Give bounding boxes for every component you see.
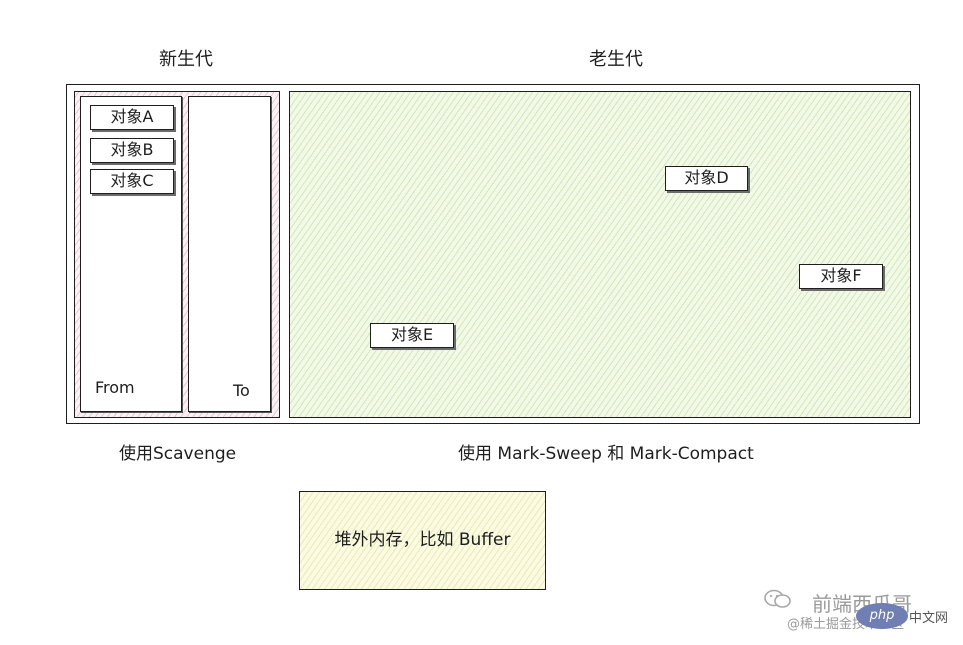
- wechat-icon: [763, 588, 793, 610]
- young-generation-title: 新生代: [159, 49, 213, 70]
- object-d: 对象D: [665, 166, 748, 191]
- object-e: 对象E: [370, 323, 454, 348]
- old-generation-title: 老生代: [589, 49, 643, 70]
- object-f: 对象F: [799, 264, 883, 289]
- php-logo: php: [856, 603, 908, 629]
- to-space-label: To: [233, 381, 250, 400]
- off-heap-memory-label: 堆外内存，比如 Buffer: [334, 530, 511, 550]
- old-generation-area: [289, 91, 911, 418]
- young-algorithm-caption: 使用Scavenge: [119, 444, 237, 464]
- off-heap-memory-box: [299, 491, 546, 590]
- object-b: 对象B: [90, 138, 174, 163]
- heap-container: [66, 84, 920, 424]
- to-space: [188, 96, 271, 412]
- from-space-label: From: [95, 378, 135, 397]
- object-a: 对象A: [90, 105, 174, 130]
- watermark-site: 中文网: [909, 611, 949, 626]
- old-algorithm-caption: 使用 Mark-Sweep 和 Mark-Compact: [458, 444, 754, 464]
- object-c: 对象C: [90, 169, 174, 194]
